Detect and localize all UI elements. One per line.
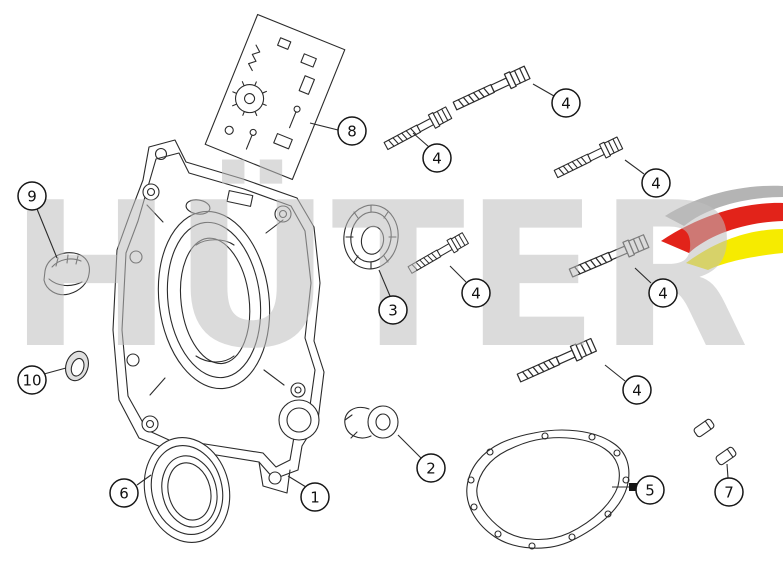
- callout-5: 5: [635, 475, 665, 505]
- callout-4e: 4: [648, 278, 678, 308]
- callout-1-number: 1: [310, 489, 320, 507]
- logo-swoosh-gray-icon: [665, 185, 783, 226]
- callout-10-number: 10: [22, 372, 41, 390]
- part-2-latch: [344, 405, 399, 439]
- callout-4d: 4: [461, 278, 491, 308]
- callout-7: 7: [714, 477, 744, 507]
- callout-2: 2: [416, 453, 446, 483]
- part-7-dowel-pins: [693, 418, 737, 466]
- callout-4d-number: 4: [471, 285, 481, 303]
- callout-4a: 4: [422, 143, 452, 173]
- callout-4b-number: 4: [561, 95, 571, 113]
- part-1-crankcase-cover: [112, 139, 325, 494]
- callout-9: 9: [17, 181, 47, 211]
- callout-7-number: 7: [724, 484, 734, 502]
- part-5-gasket: [466, 429, 630, 550]
- callout-10: 10: [17, 365, 47, 395]
- callout-6: 6: [109, 478, 139, 508]
- callout-4a-number: 4: [432, 150, 442, 168]
- part-8-governor-kit: [204, 13, 346, 181]
- part-4-bolt-2: [451, 64, 532, 114]
- logo-swoosh-yellow-icon: [686, 229, 783, 270]
- logo-swoosh-red-icon: [661, 202, 783, 253]
- callout-5-number: 5: [645, 482, 655, 500]
- callout-1: 1: [300, 482, 330, 512]
- callout-4e-number: 4: [658, 285, 668, 303]
- callout-3-number: 3: [388, 302, 398, 320]
- callout-6-number: 6: [119, 485, 129, 503]
- part-9-breather-cap: [43, 252, 90, 296]
- part-6-oil-seal-large: [143, 437, 231, 543]
- callout-8: 8: [337, 116, 367, 146]
- callout-4b: 4: [551, 88, 581, 118]
- part-3-oil-seal: [343, 204, 399, 270]
- callout-4c: 4: [641, 168, 671, 198]
- callout-3: 3: [378, 295, 408, 325]
- part-10-seal-ring: [65, 350, 89, 382]
- leader-lines: [36, 83, 729, 491]
- callout-2-number: 2: [426, 460, 436, 478]
- watermark-text: HÜTER: [9, 159, 749, 393]
- brand-logo: [661, 185, 783, 270]
- callout-9-number: 9: [27, 188, 37, 206]
- callout-4c-number: 4: [651, 175, 661, 193]
- callout-8-number: 8: [347, 123, 357, 141]
- callout-4f: 4: [622, 375, 652, 405]
- callout-4f-number: 4: [632, 382, 642, 400]
